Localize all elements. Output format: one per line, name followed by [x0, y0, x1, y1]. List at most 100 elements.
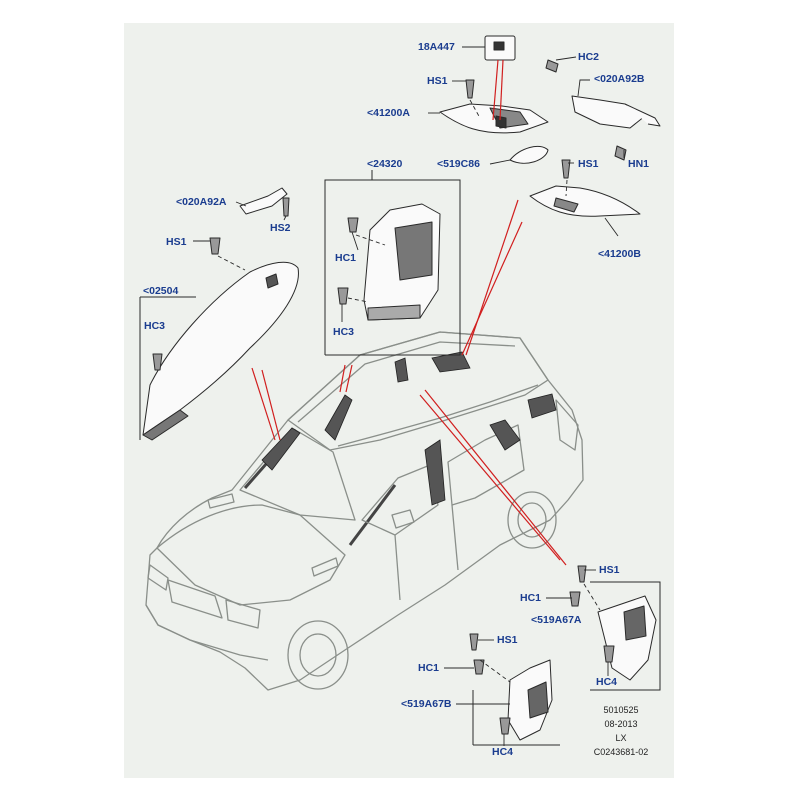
trim-c-pillar-on-car — [489, 419, 521, 451]
trim-b-pillar-lower-on-car — [424, 439, 446, 506]
trim-a-pillar-on-car — [261, 427, 301, 471]
leader-hc2 — [555, 56, 577, 61]
fastener-hs1-right — [561, 159, 571, 179]
part-41200a-slot — [495, 115, 507, 129]
fastener-hc3-left — [152, 353, 163, 371]
headlight-left — [147, 564, 169, 591]
rear-wheel-rim — [517, 502, 547, 538]
leader-519c86 — [489, 159, 511, 165]
bracket-24320 — [324, 170, 461, 356]
assembly-line-41200a — [469, 99, 481, 119]
part-519c86 — [509, 145, 549, 164]
callout-020a92b: <020A92B — [594, 73, 645, 85]
pointer-24320-b — [345, 364, 353, 393]
callout-hc3-b: HC3 — [333, 326, 355, 338]
assembly-line-24320 — [355, 234, 386, 246]
fastener-hs1-top — [465, 79, 475, 99]
pointer-18a447-b — [499, 59, 504, 121]
callout-hs2: HS2 — [270, 222, 291, 234]
grille — [167, 579, 223, 619]
pointer-519a-b — [424, 389, 567, 566]
callout-18a447: 18A447 — [418, 41, 455, 53]
pointer-41200b-a — [465, 199, 519, 356]
side-mirror — [391, 509, 415, 529]
a-pillar-right — [348, 484, 397, 546]
fastener-hc4-c — [499, 717, 511, 735]
fastener-hc2 — [545, 59, 559, 73]
roof-rail-left — [297, 341, 516, 423]
fastener-hc1-d — [569, 591, 581, 607]
part-41200b-shade — [553, 197, 579, 213]
component-parts — [142, 35, 661, 741]
front-wheel — [287, 620, 349, 690]
callout-41200b: <41200B — [598, 248, 641, 260]
part-020a92b-arm — [624, 103, 661, 127]
part-41200b — [529, 185, 641, 217]
door-line-front — [394, 534, 401, 601]
assembly-line-02504 — [217, 255, 246, 271]
fastener-hc4-d — [603, 645, 615, 663]
fastener-hs1-c — [469, 633, 479, 651]
callout-hc1-b: HC1 — [335, 252, 357, 264]
front-bumper — [145, 604, 269, 661]
leader-hs2 — [283, 215, 287, 221]
vehicle-trim-highlights — [261, 351, 557, 506]
part-18a447-detail — [493, 41, 505, 51]
callout-hc2: HC2 — [578, 51, 600, 63]
trim-b-pillar-on-car — [324, 394, 353, 441]
leader-lines — [193, 46, 625, 746]
trim-roof-small-on-car — [394, 357, 409, 383]
fastener-hs1-d — [577, 565, 587, 583]
hood-vent — [207, 493, 235, 509]
callout-519c86: <519C86 — [437, 158, 480, 170]
part-519a67b-shade — [527, 681, 549, 719]
pointer-519a-a — [419, 394, 561, 561]
callout-24320: <24320 — [367, 158, 403, 170]
info-reference-code: C0243681-02 — [593, 747, 649, 757]
bracket-519a67a — [590, 581, 661, 691]
callout-020a92a: <020A92A — [176, 196, 227, 208]
callout-hc1-d: HC1 — [520, 592, 542, 604]
diagram-panel — [124, 23, 674, 778]
side-window-front — [361, 464, 439, 536]
vehicle-body — [145, 331, 584, 691]
callout-hs1-top: HS1 — [427, 75, 448, 87]
pointer-18a447-a — [492, 59, 499, 121]
part-519a67a-shade — [623, 605, 647, 641]
callout-hc3-left: HC3 — [144, 320, 166, 332]
pointer-24320-a — [339, 364, 346, 393]
part-020a92a — [239, 187, 288, 215]
pointer-41200b-b — [461, 221, 523, 356]
leader-41200b — [604, 217, 619, 237]
door-line-rear — [451, 504, 459, 571]
rear-light — [555, 399, 579, 451]
fastener-hc3-b — [337, 287, 349, 305]
trim-rear-on-car — [527, 393, 557, 419]
callout-hn1: HN1 — [628, 158, 650, 170]
part-020a92b — [571, 95, 646, 129]
bracket-519a67b — [472, 690, 560, 746]
assembly-line-41200b — [565, 179, 568, 197]
assembly-line-24320-b — [347, 297, 369, 303]
part-24320-shade — [394, 221, 433, 281]
callout-hs1-c: HS1 — [497, 634, 518, 646]
group-brackets — [139, 170, 661, 746]
callout-hc1-c: HC1 — [418, 662, 440, 674]
assembly-line-d — [583, 583, 601, 611]
info-date: 08-2013 — [604, 719, 638, 729]
hood — [156, 504, 346, 606]
front-wheel-rim — [299, 633, 337, 677]
vehicle-outline — [145, 331, 584, 691]
fastener-hc1-b — [347, 217, 359, 233]
callout-02504: <02504 — [143, 285, 179, 297]
fastener-hn1 — [614, 145, 627, 161]
trim-roof-on-car — [431, 351, 471, 373]
callout-519a67a: <519A67A — [531, 614, 582, 626]
callout-hs1-left: HS1 — [166, 236, 187, 248]
leader-020a92b — [577, 79, 590, 97]
leader-020a92a — [235, 201, 247, 207]
callout-519a67b: <519A67B — [401, 698, 452, 710]
callout-hs1-right: HS1 — [578, 158, 599, 170]
